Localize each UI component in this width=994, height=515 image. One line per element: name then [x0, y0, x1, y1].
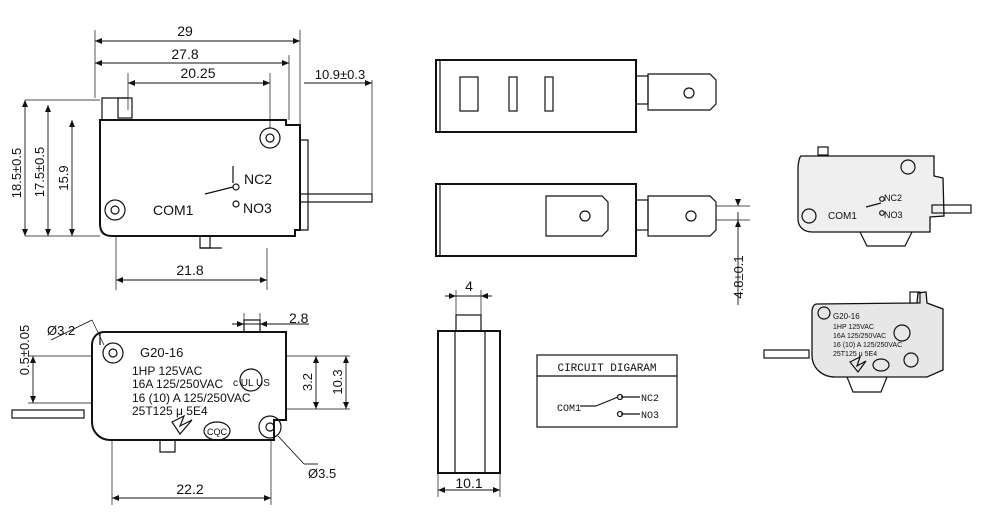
plunger-button [243, 319, 261, 333]
bottom-left-switch-drawing: G20-16 1HP 125VAC 16A 125/250VAC 16 (10)… [11, 310, 350, 505]
dim-bottom-width: 10.1 [455, 475, 482, 491]
marking-line1: 1HP 125VAC [132, 364, 203, 378]
actuator-top-tab [117, 97, 133, 119]
front-side-view: 4.8±0.1 [435, 183, 750, 305]
nc-contact-icon [232, 183, 240, 191]
ul-mark-text: c UL US [233, 378, 270, 389]
dim-side-height: 10.3 [330, 369, 345, 394]
no-label: NO3 [243, 200, 272, 216]
mounting-hole-icon [258, 415, 282, 439]
product-ce-mark-icon [849, 355, 867, 373]
product-line3: 16 (10) A 125/250VAC [833, 342, 902, 349]
cqc-label: CQC [207, 427, 228, 437]
circuit-no-node-icon [616, 410, 624, 418]
narrow-side-view: 4 10.1 [437, 278, 501, 497]
circuit-com-label: COM1 [557, 404, 581, 415]
dim-pin-height: 3.2 [300, 373, 315, 391]
product-no-label: NO3 [884, 210, 903, 220]
product-line2: 16A 125/250VAC [833, 333, 886, 340]
circuit-title: CIRCUIT DIGARAM [557, 363, 656, 375]
dim-top-width: 4 [465, 278, 473, 294]
dim-overall: 29 [177, 23, 193, 39]
dim-height-body: 15.9 [56, 165, 71, 190]
circuit-diagram-box: CIRCUIT DIGARAM COM1 NC2 NO3 [536, 354, 678, 428]
marking-line3: 16 (10) A 125/250VAC [132, 391, 251, 405]
product-line1: 1HP 125VAC [833, 324, 874, 331]
dim-depth: 4.8±0.1 [731, 255, 746, 298]
circuit-no-label: NO3 [641, 411, 659, 422]
product-render-top: COM1 NC2 NO3 [797, 146, 972, 247]
mounting-hole-icon [104, 199, 126, 221]
circuit-nc-node-icon [616, 393, 624, 401]
dim-terminal-offset: 10.9±0.3 [315, 67, 366, 82]
product-nc-label: NC2 [884, 193, 902, 203]
dim-button-width: 2.8 [289, 310, 309, 326]
mounting-hole-icon [259, 127, 281, 149]
top-side-view [435, 59, 717, 133]
marking-line2: 16A 125/250VAC [132, 377, 224, 391]
product-mounting-hole-icon [903, 352, 919, 368]
terminal-tab [299, 193, 373, 203]
dim-bottom-hole: Ø3.5 [308, 466, 336, 481]
model-label: G20-16 [140, 345, 183, 360]
product-model-label: G20-16 [833, 312, 860, 321]
product-render-bottom: G20-16 1HP 125VAC 16A 125/250VAC 16 (10)… [763, 291, 944, 393]
product-mounting-hole-icon [801, 208, 817, 224]
no-contact-icon [232, 200, 240, 208]
dim-lever-length: 21.8 [176, 262, 203, 278]
dim-height-mid: 17.5±0.5 [32, 147, 47, 198]
mounting-hole-icon [102, 342, 124, 364]
product-com-label: COM1 [828, 211, 857, 222]
contact-lever-line [204, 186, 234, 195]
nc-label: NC2 [244, 171, 272, 187]
marking-line4: 25T125 μ 5E4 [132, 404, 208, 418]
ce-mark-icon [171, 414, 193, 435]
dim-hole-dia: Ø3.2 [47, 323, 75, 338]
product-line4: 25T125 μ 5E4 [833, 351, 877, 358]
circuit-nc-label: NC2 [641, 394, 659, 405]
top-left-switch-drawing: COM1 NC2 NO3 29 27.8 20.25 10.9±0.3 18.5… [9, 23, 373, 290]
product-mounting-hole-icon [900, 159, 916, 175]
product-mounting-hole-icon [817, 306, 831, 320]
product-ul-logo-icon [893, 324, 911, 342]
side-terminal-tab [11, 409, 85, 419]
dim-height-max: 18.5±0.5 [9, 148, 24, 199]
com-label: COM1 [153, 202, 194, 218]
dim-body-length: 27.8 [171, 46, 198, 62]
dim-left-offset: 0.5±0.05 [17, 325, 32, 376]
cqc-logo-icon: CQC [203, 421, 231, 441]
dim-hole-spacing: 20.25 [180, 65, 215, 81]
product-cqc-logo-icon [872, 358, 890, 372]
dim-base-length: 22.2 [176, 481, 203, 497]
ul-logo-icon [239, 368, 263, 392]
